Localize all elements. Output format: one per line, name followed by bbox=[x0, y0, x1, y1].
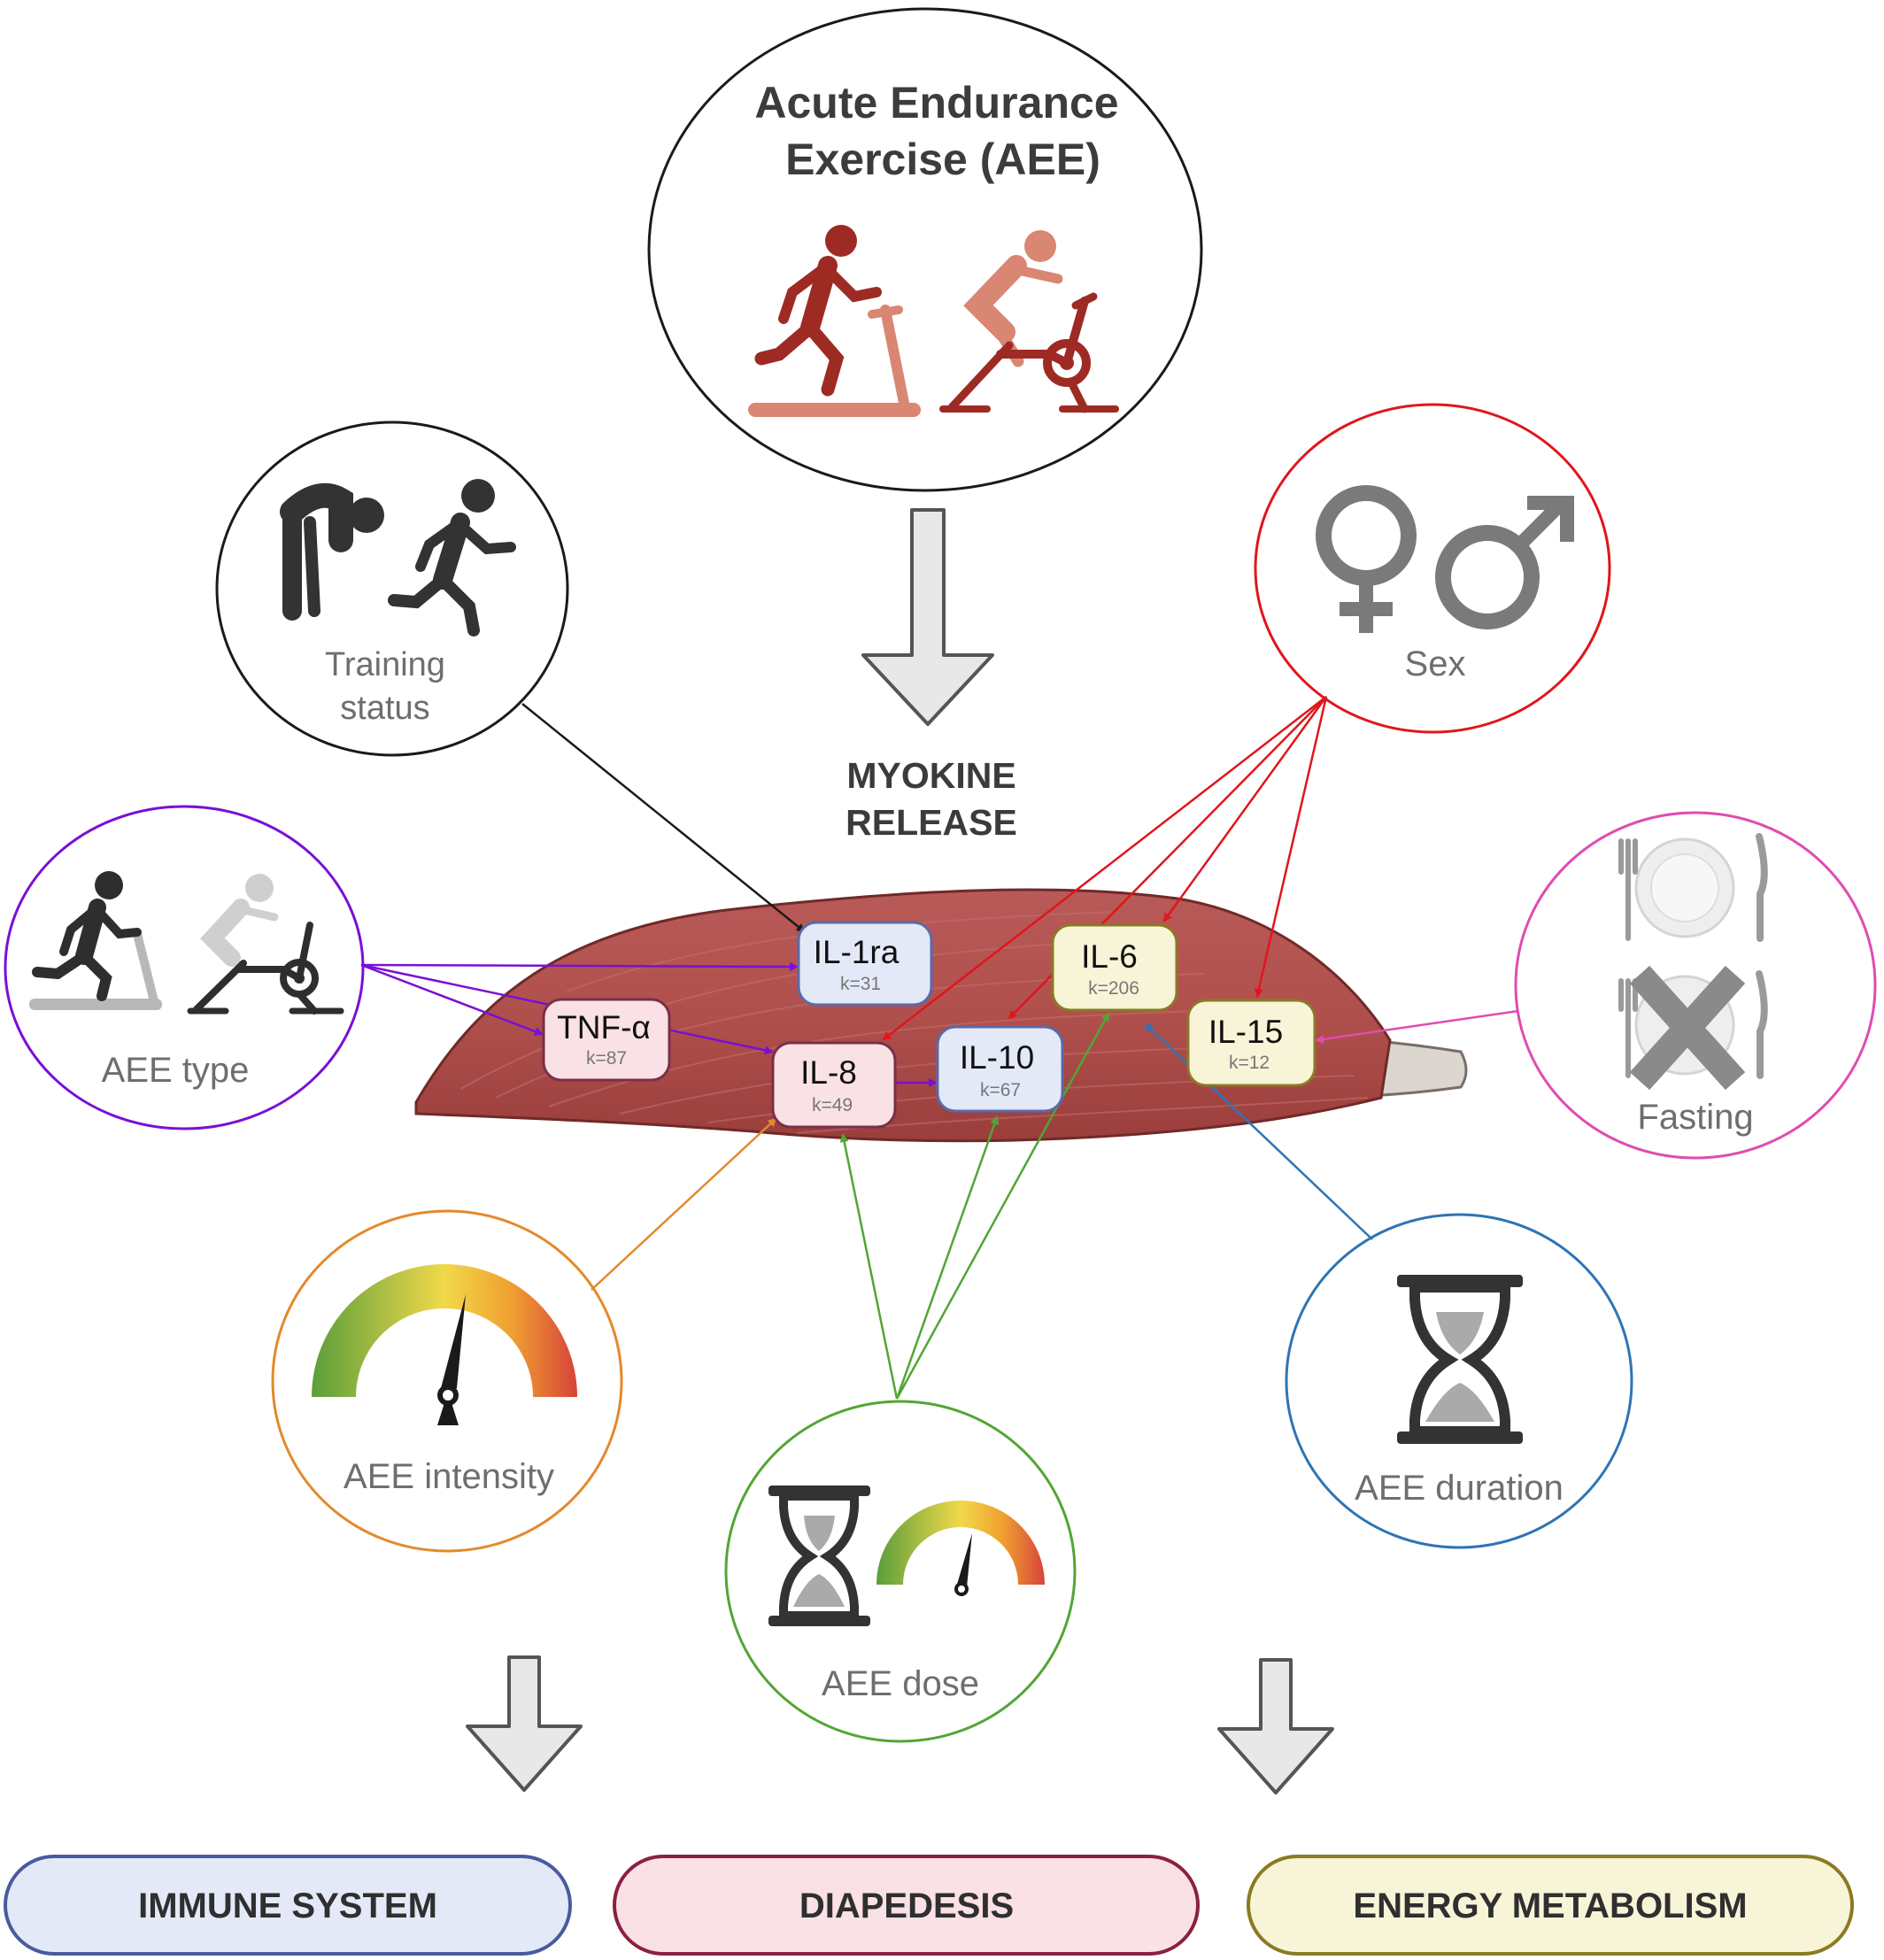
outcome-energy-metabolism: ENERGY METABOLISM bbox=[1247, 1855, 1854, 1956]
aee-node: Acute Endurance Exercise (AEE) bbox=[647, 7, 1203, 492]
aee-intensity-node: AEE intensity bbox=[271, 1209, 623, 1553]
tnfa-k: k=87 bbox=[586, 1048, 627, 1069]
arrow-sex-to-il8 bbox=[882, 696, 1327, 1041]
arrow-dose-to-il10 bbox=[895, 1115, 1000, 1400]
myokine-il15: IL-15 k=12 bbox=[1186, 999, 1316, 1087]
energy-metabolism-label: ENERGY METABOLISM bbox=[1353, 1887, 1747, 1925]
myokine-il8: IL-8 k=49 bbox=[771, 1041, 897, 1129]
arrow-sex-to-il6 bbox=[1162, 696, 1328, 922]
stationary-cyclist-icon bbox=[939, 230, 1119, 413]
tnfa-name: TNF-α bbox=[557, 1009, 651, 1046]
outcome-immune-system: IMMUNE SYSTEM bbox=[4, 1855, 572, 1956]
aee-duration-node: AEE duration bbox=[1285, 1213, 1633, 1549]
arrow-fasting-to-il15 bbox=[1315, 1009, 1519, 1044]
aee-intensity-label: AEE intensity bbox=[344, 1457, 554, 1496]
diapedesis-label: DIAPEDESIS bbox=[799, 1887, 1014, 1925]
il1ra-k: k=31 bbox=[840, 974, 881, 994]
myokine-release-line1: MYOKINE bbox=[846, 755, 1015, 796]
outcome-diapedesis: DIAPEDESIS bbox=[613, 1855, 1200, 1956]
il15-k: k=12 bbox=[1229, 1053, 1270, 1073]
treadmill-runner-icon bbox=[748, 225, 921, 417]
no-food-icon bbox=[1618, 965, 1768, 1091]
il6-k: k=206 bbox=[1088, 978, 1139, 999]
treadmill-runner-icon bbox=[29, 871, 162, 1010]
aee-duration-label: AEE duration bbox=[1355, 1469, 1564, 1508]
training-status-label-line1: Training bbox=[325, 646, 445, 683]
arrow-training-to-il1ra bbox=[521, 703, 806, 933]
il1ra-name: IL-1ra bbox=[814, 934, 900, 970]
aee-type-label: AEE type bbox=[102, 1051, 250, 1090]
il6-name: IL-6 bbox=[1081, 938, 1138, 975]
immune-system-label: IMMUNE SYSTEM bbox=[138, 1887, 437, 1925]
down-arrow-aee bbox=[861, 508, 994, 726]
arrow-aeetype-to-tnfa bbox=[360, 963, 544, 1036]
hourglass-icon bbox=[768, 1485, 870, 1626]
training-status-node: Training status bbox=[215, 421, 569, 757]
aee-type-node: AEE type bbox=[4, 805, 365, 1130]
aee-dose-node: AEE dose bbox=[724, 1400, 1077, 1743]
down-arrow-right bbox=[1217, 1658, 1334, 1794]
myokine-tnfa: TNF-α k=87 bbox=[542, 998, 671, 1082]
sex-node: Sex bbox=[1254, 403, 1611, 734]
myokine-il1ra: IL-1ra k=31 bbox=[797, 921, 933, 1007]
il8-k: k=49 bbox=[812, 1095, 853, 1115]
il10-k: k=67 bbox=[980, 1080, 1021, 1100]
runner-icon bbox=[388, 479, 516, 637]
aee-title-line1: Acute Endurance bbox=[754, 78, 1118, 127]
connector-arrows bbox=[360, 696, 1519, 1400]
male-symbol-icon bbox=[1435, 496, 1574, 629]
gauge-needle-icon bbox=[954, 1533, 972, 1596]
sex-label: Sex bbox=[1405, 644, 1466, 683]
arrow-sex-to-il15 bbox=[1254, 696, 1328, 998]
il8-name: IL-8 bbox=[800, 1054, 857, 1091]
fasting-node: Fasting bbox=[1514, 811, 1877, 1160]
arrow-dose-to-il6 bbox=[895, 1012, 1110, 1400]
down-arrow-left bbox=[466, 1655, 583, 1792]
stationary-cyclist-icon bbox=[187, 874, 344, 1015]
arrow-duration-to-il6 bbox=[1144, 1022, 1373, 1240]
fasting-label: Fasting bbox=[1637, 1098, 1753, 1137]
myokine-il10: IL-10 k=67 bbox=[936, 1025, 1064, 1113]
tired-person-icon bbox=[280, 482, 384, 621]
arrow-intensity-to-il8 bbox=[591, 1117, 777, 1291]
myokine-release-line2: RELEASE bbox=[845, 802, 1017, 843]
hourglass-icon bbox=[1397, 1275, 1523, 1444]
gauge-needle-icon bbox=[437, 1294, 466, 1425]
plate-icon bbox=[1618, 833, 1768, 942]
aee-dose-label: AEE dose bbox=[822, 1664, 979, 1703]
training-status-label-line2: status bbox=[340, 690, 429, 727]
il10-name: IL-10 bbox=[960, 1039, 1034, 1076]
arrow-dose-to-il8 bbox=[839, 1133, 899, 1400]
gauge-icon bbox=[876, 1501, 1045, 1585]
arrow-aeetype-to-il1ra bbox=[360, 961, 799, 971]
female-symbol-icon bbox=[1316, 485, 1417, 633]
myokine-il6: IL-6 k=206 bbox=[1051, 923, 1178, 1012]
il15-name: IL-15 bbox=[1208, 1014, 1283, 1050]
gauge-icon bbox=[312, 1264, 577, 1397]
aee-title-line2: Exercise (AEE) bbox=[785, 135, 1100, 184]
